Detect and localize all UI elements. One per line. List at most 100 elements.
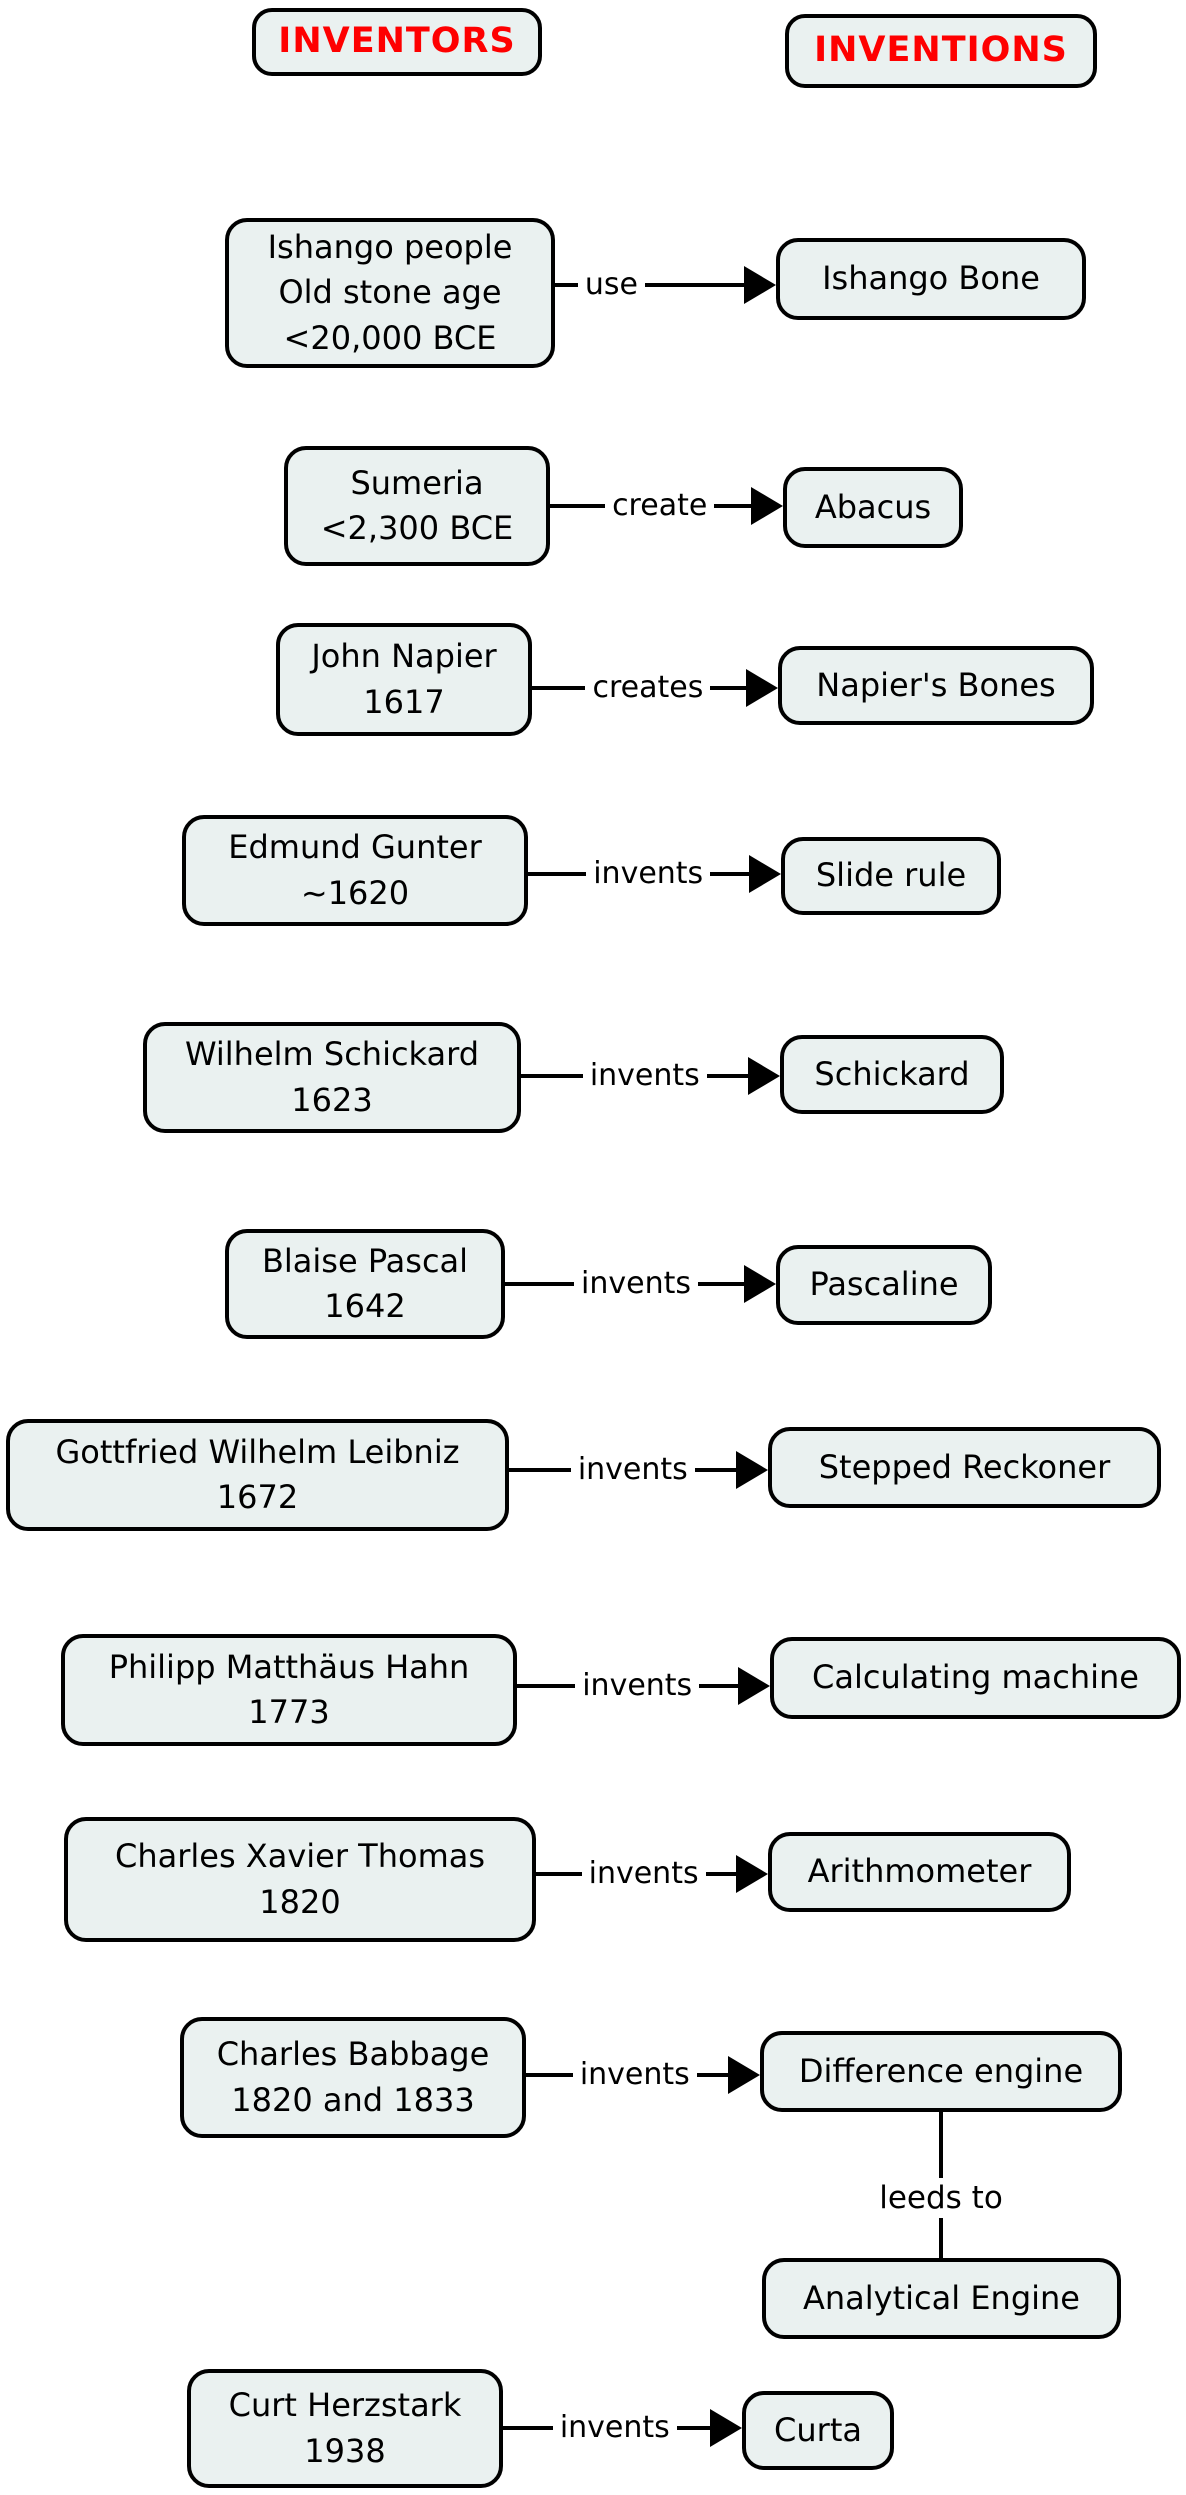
inventor-name-line: Charles Babbage	[216, 2035, 490, 2074]
arrowhead-icon	[744, 266, 776, 304]
arrowhead-icon	[744, 1265, 776, 1303]
invention-node-ishango-bone[interactable]: Ishango Bone	[776, 238, 1086, 320]
invention-node-abacus[interactable]: Abacus	[783, 467, 963, 548]
secondary-edge-label: leeds to	[869, 2178, 1013, 2218]
arrowhead-icon	[736, 1855, 768, 1893]
arrowhead-icon	[728, 2056, 760, 2094]
edge-line	[710, 686, 746, 690]
relation-edge-invents: invents	[503, 2408, 742, 2448]
edge-label: create	[612, 488, 708, 523]
inventor-date-line: <20,000 BCE	[283, 318, 497, 357]
edge-line	[705, 1872, 736, 1876]
inventor-name-line: Wilhelm Schickard	[184, 1035, 480, 1074]
inventor-node-john-napier[interactable]: John Napier 1617	[276, 623, 532, 736]
edge-line	[710, 872, 749, 876]
inventions-header-node[interactable]: INVENTIONS	[785, 14, 1097, 88]
relation-edge-use: use	[555, 265, 776, 305]
inventor-node-blaise-pascal[interactable]: Blaise Pascal 1642	[225, 1229, 505, 1339]
invention-node-slide-rule[interactable]: Slide rule	[781, 837, 1001, 915]
inventor-node-charles-babbage[interactable]: Charles Babbage 1820 and 1833	[180, 2017, 526, 2138]
edge-line	[644, 283, 744, 287]
inventor-era-line: Old stone age	[278, 273, 502, 312]
inventor-node-wilhelm-schickard[interactable]: Wilhelm Schickard 1623	[143, 1022, 521, 1133]
invention-node-curta[interactable]: Curta	[742, 2391, 894, 2470]
inventor-date-line: 1773	[248, 1693, 330, 1731]
invention-label: Schickard	[814, 1054, 970, 1093]
edge-line	[550, 504, 606, 508]
invention-label: Ishango Bone	[822, 259, 1040, 298]
inventor-name-line: Gottfried Wilhelm Leibniz	[55, 1432, 460, 1471]
invention-node-pascaline[interactable]: Pascaline	[776, 1245, 992, 1325]
arrowhead-icon	[749, 855, 781, 893]
edge-line	[532, 686, 586, 690]
edge-line	[505, 1282, 575, 1286]
edge-label: invents	[579, 2057, 690, 2092]
inventor-name-line: John Napier	[311, 637, 497, 676]
edge-line	[536, 1872, 582, 1876]
inventor-node-curt-herzstark[interactable]: Curt Herzstark 1938	[187, 2369, 503, 2488]
edge-line	[699, 1684, 738, 1688]
relation-edge-invents: invents	[521, 1056, 780, 1096]
edge-label: creates	[592, 670, 704, 705]
relation-edge-invents: invents	[536, 1854, 768, 1894]
arrowhead-icon	[710, 2409, 742, 2447]
inventor-name-line: Charles Xavier Thomas	[114, 1837, 486, 1876]
edge-label: invents	[593, 856, 704, 891]
edge-line	[676, 2426, 710, 2430]
inventor-node-edmund-gunter[interactable]: Edmund Gunter ~1620	[182, 815, 528, 926]
arrowhead-icon	[738, 1667, 770, 1705]
inventor-name-line: Edmund Gunter	[228, 828, 482, 867]
edge-line	[528, 872, 587, 876]
inventor-node-philipp-matthaus-hahn[interactable]: Philipp Matthäus Hahn 1773	[61, 1634, 517, 1746]
invention-node-arithmometer[interactable]: Arithmometer	[768, 1832, 1071, 1912]
invention-label: Pascaline	[809, 1265, 959, 1304]
invention-label: Abacus	[814, 487, 932, 526]
invention-node-schickard[interactable]: Schickard	[780, 1035, 1004, 1114]
invention-label: Calculating machine	[812, 1658, 1139, 1697]
edge-line	[517, 1684, 576, 1688]
inventor-node-charles-xavier-thomas[interactable]: Charles Xavier Thomas 1820	[64, 1817, 536, 1942]
invention-label: Slide rule	[815, 856, 967, 895]
inventor-node-sumeria[interactable]: Sumeria <2,300 BCE	[284, 446, 550, 566]
inventor-date-line: 1642	[324, 1287, 406, 1325]
edge-label: invents	[581, 1266, 691, 1301]
invention-label: Napier's Bones	[816, 665, 1056, 704]
relation-edge-invents: invents	[517, 1666, 770, 1706]
edge-label: invents	[577, 1452, 688, 1487]
invention-node-analytical-engine[interactable]: Analytical Engine	[762, 2258, 1121, 2339]
invention-node-calculating-machine[interactable]: Calculating machine	[770, 1637, 1181, 1719]
invention-node-stepped-reckoner[interactable]: Stepped Reckoner	[768, 1427, 1161, 1508]
inventor-name-line: Blaise Pascal	[261, 1241, 469, 1280]
inventor-date-line: 1672	[216, 1478, 299, 1516]
inventor-date-line: 1820 and 1833	[231, 2080, 475, 2119]
inventor-date-line: ~1620	[300, 873, 410, 912]
inventor-date-line: 1820	[259, 1882, 341, 1921]
inventors-header-node[interactable]: INVENTORS	[252, 8, 542, 76]
inventions-header-label: INVENTIONS	[814, 30, 1068, 71]
inventor-name-line: Curt Herzstark	[228, 2386, 462, 2425]
invention-label: Curta	[774, 2410, 862, 2449]
invention-label: Analytical Engine	[803, 2278, 1080, 2317]
arrowhead-icon	[748, 1057, 780, 1095]
invention-label: Difference engine	[798, 2051, 1084, 2090]
relation-edge-create: create	[550, 486, 783, 526]
inventor-node-gottfried-wilhelm-leibniz[interactable]: Gottfried Wilhelm Leibniz 1672	[6, 1419, 509, 1531]
inventors-header-label: INVENTORS	[278, 21, 516, 62]
edge-label: invents	[582, 1668, 693, 1703]
edge-line	[694, 1468, 736, 1472]
inventor-name-line: Sumeria	[350, 463, 484, 502]
edge-line	[555, 283, 578, 287]
edge-line	[714, 504, 751, 508]
relation-edge-creates: creates	[532, 668, 778, 708]
relation-edge-invents: invents	[526, 2055, 760, 2095]
invention-node-napiers-bones[interactable]: Napier's Bones	[778, 646, 1094, 725]
edge-line	[706, 1074, 748, 1078]
invention-label: Arithmometer	[807, 1852, 1032, 1891]
invention-node-difference-engine[interactable]: Difference engine	[760, 2031, 1122, 2112]
inventor-name-line: Ishango people	[267, 227, 513, 266]
relation-edge-invents: invents	[505, 1264, 776, 1304]
edge-label: use	[584, 267, 638, 302]
inventor-node-ishango-people[interactable]: Ishango people Old stone age <20,000 BCE	[225, 218, 555, 368]
invention-label: Stepped Reckoner	[818, 1447, 1111, 1486]
inventor-name-line: Philipp Matthäus Hahn	[108, 1647, 470, 1686]
